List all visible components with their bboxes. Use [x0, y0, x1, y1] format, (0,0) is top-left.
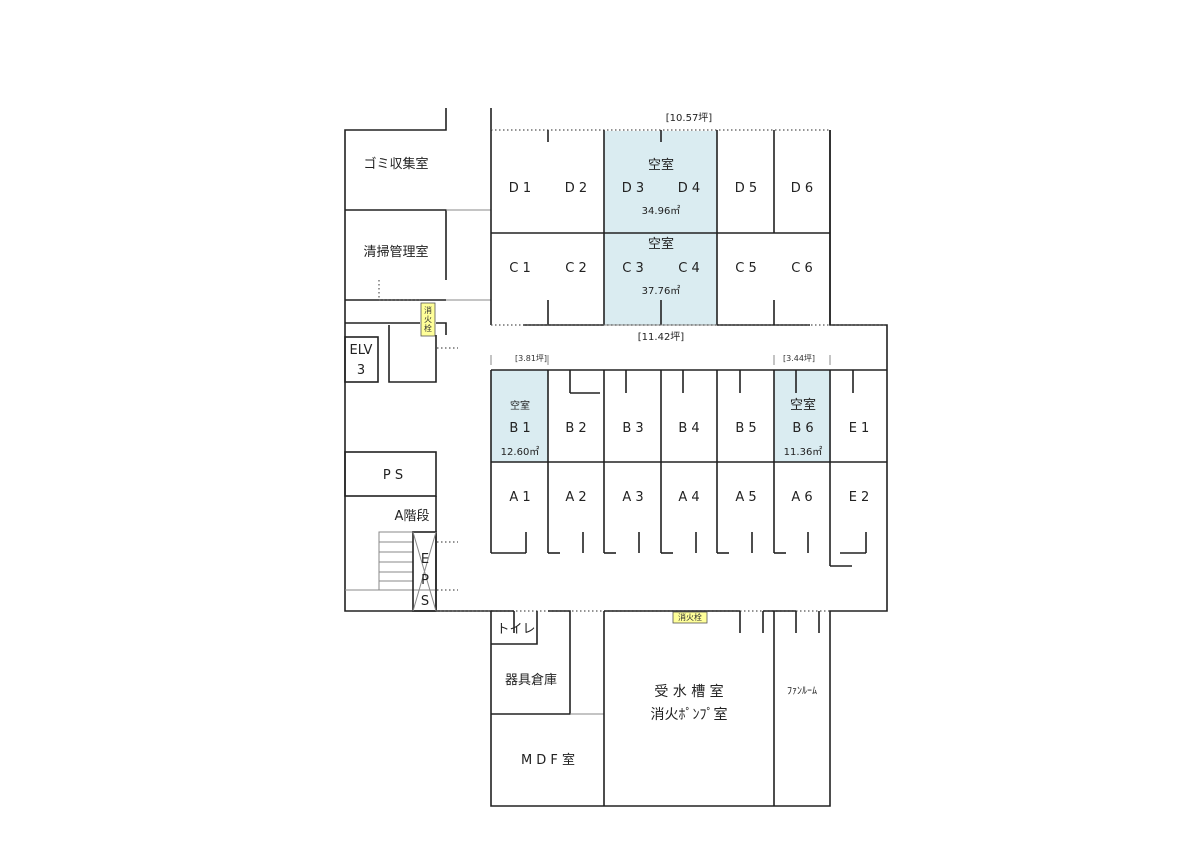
hydrant-label-south: 消火栓 [678, 612, 702, 622]
unit-c4-label[interactable]: C 4 [678, 261, 699, 276]
row-c-labels: C 1 C 2 C 3 C 4 C 5 C 6 [509, 261, 812, 276]
unit-b3-label[interactable]: B 3 [622, 421, 643, 436]
d34-area: 34.96㎡ [642, 205, 681, 217]
fan-room-label: ﾌｧﾝﾙｰﾑ [787, 686, 817, 697]
d34-status: 空室 [648, 157, 674, 173]
unit-b4-label[interactable]: B 4 [678, 421, 699, 436]
b6-status: 空室 [790, 397, 816, 413]
equipment-storage-label: 器具倉庫 [505, 673, 557, 688]
dimension-middle: [11.42坪] [638, 330, 685, 343]
unit-a6-label[interactable]: A 6 [791, 490, 812, 505]
elevator-label-1: ELV [350, 343, 373, 358]
hydrant-label-west-2: 火 [424, 315, 432, 324]
toilet-label: トイレ [496, 622, 535, 637]
unit-d1-label[interactable]: D 1 [509, 181, 531, 196]
dimension-ticks [490, 355, 831, 365]
eps-label-1: E [421, 552, 429, 567]
unit-a2-label[interactable]: A 2 [565, 490, 586, 505]
elevator-label-2: 3 [357, 363, 365, 378]
unit-a3-label[interactable]: A 3 [622, 490, 643, 505]
unit-c3-label[interactable]: C 3 [622, 261, 643, 276]
stair-treads [378, 531, 414, 591]
lower-block-walls [491, 610, 820, 806]
hydrant-label-west-3: 栓 [424, 323, 432, 333]
unit-d6-label[interactable]: D 6 [791, 181, 813, 196]
unit-c1-label[interactable]: C 1 [509, 261, 530, 276]
unit-d3-label[interactable]: D 3 [622, 181, 644, 196]
middle-block-walls [490, 369, 887, 567]
vacant-area-b6[interactable] [774, 370, 831, 462]
hydrant-label-west-1: 消 [424, 305, 432, 315]
unit-d5-label[interactable]: D 5 [735, 181, 757, 196]
unit-b1-label[interactable]: B 1 [509, 421, 530, 436]
hydrant-marker-south [672, 611, 708, 624]
unit-c6-label[interactable]: C 6 [791, 261, 812, 276]
vacant-area-b1[interactable] [491, 370, 548, 462]
row-a-labels: A 1 A 2 A 3 A 4 A 5 A 6 E 2 [509, 490, 869, 505]
pump-room-label: 消火ﾎﾟﾝﾌﾟ室 [651, 706, 728, 723]
stair-label: A階段 [395, 509, 430, 524]
unit-d2-label[interactable]: D 2 [565, 181, 587, 196]
row-b-labels: B 1 B 2 B 3 B 4 B 5 B 6 E 1 [509, 421, 869, 436]
eps-label-2: P [421, 573, 429, 588]
unit-e1-label[interactable]: E 1 [849, 421, 870, 436]
dimension-top: [10.57坪] [666, 111, 713, 124]
b6-area: 11.36㎡ [784, 446, 823, 458]
eps-shaft [412, 531, 437, 612]
row-d-labels: D 1 D 2 D 3 D 4 D 5 D 6 [509, 181, 813, 196]
eps-label-3: S [421, 594, 429, 609]
vacant-area-d3-d4[interactable] [604, 131, 717, 234]
unit-e2-label[interactable]: E 2 [849, 490, 870, 505]
unit-a5-label[interactable]: A 5 [735, 490, 756, 505]
dimension-b1: [3.81坪] [515, 354, 547, 363]
tank-room-label: 受 水 槽 室 [654, 683, 723, 700]
b1-status: 空室 [510, 399, 530, 412]
b1-area: 12.60㎡ [501, 446, 540, 458]
c34-status: 空室 [648, 236, 674, 252]
c34-area: 37.76㎡ [642, 285, 681, 297]
ps-label: P S [383, 468, 403, 483]
unit-b2-label[interactable]: B 2 [565, 421, 586, 436]
cleaning-room-label: 清掃管理室 [363, 244, 428, 260]
unit-c2-label[interactable]: C 2 [565, 261, 586, 276]
unit-a1-label[interactable]: A 1 [509, 490, 530, 505]
upper-block-walls [490, 130, 831, 326]
unit-b6-label[interactable]: B 6 [792, 421, 813, 436]
unit-a4-label[interactable]: A 4 [678, 490, 699, 505]
garbage-room-label: ゴミ収集室 [363, 156, 428, 172]
hydrant-marker-west [420, 302, 436, 337]
unit-c5-label[interactable]: C 5 [735, 261, 756, 276]
mdf-room-label: M D F 室 [521, 752, 575, 768]
dimension-b6: [3.44坪] [783, 354, 815, 363]
unit-b5-label[interactable]: B 5 [735, 421, 756, 436]
unit-d4-label[interactable]: D 4 [678, 181, 700, 196]
